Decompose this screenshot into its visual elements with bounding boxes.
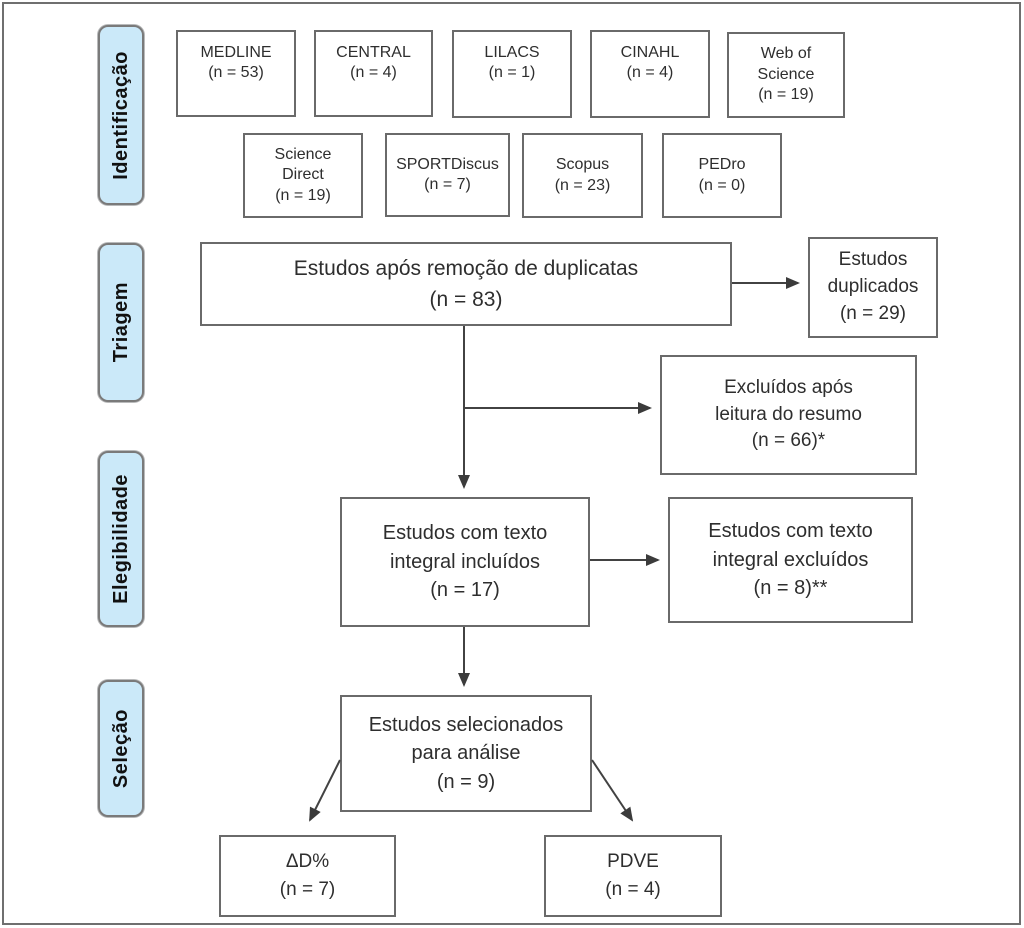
box-outcome-pdve: PDVE (n = 4) [544,835,722,917]
db-box-medline: MEDLINE (n = 53) [176,30,296,117]
box-after-duplicates-removed: Estudos após remoção de duplicatas (n = … [200,242,732,326]
db-box-scopus: Scopus (n = 23) [522,133,643,218]
box-fulltext-excluded: Estudos com texto integral excluídos (n … [668,497,913,623]
db-box-web-of-science: Web of Science (n = 19) [727,32,845,118]
stage-selection: Seleção [98,680,144,817]
stage-identification-label: Identificação [109,50,132,180]
stage-eligibility-label: Elegibilidade [109,474,132,604]
db-box-science-direct: Science Direct (n = 19) [243,133,363,218]
box-outcome-delta-d: ΔD% (n = 7) [219,835,396,917]
db-box-central: CENTRAL (n = 4) [314,30,433,117]
db-box-cinahl: CINAHL (n = 4) [590,30,710,118]
db-box-pedro: PEDro (n = 0) [662,133,782,218]
box-fulltext-included: Estudos com texto integral incluídos (n … [340,497,590,627]
stage-identification: Identificação [98,25,144,205]
db-box-lilacs: LILACS (n = 1) [452,30,572,118]
db-box-sportdiscus: SPORTDiscus (n = 7) [385,133,510,217]
box-selected-for-analysis: Estudos selecionados para análise (n = 9… [340,695,592,812]
box-duplicated-studies: Estudos duplicados (n = 29) [808,237,938,338]
box-excluded-after-abstract: Excluídos após leitura do resumo (n = 66… [660,355,917,475]
stage-screening-label: Triagem [109,282,132,363]
stage-selection-label: Seleção [109,708,132,789]
stage-eligibility: Elegibilidade [98,451,144,627]
stage-screening: Triagem [98,243,144,402]
